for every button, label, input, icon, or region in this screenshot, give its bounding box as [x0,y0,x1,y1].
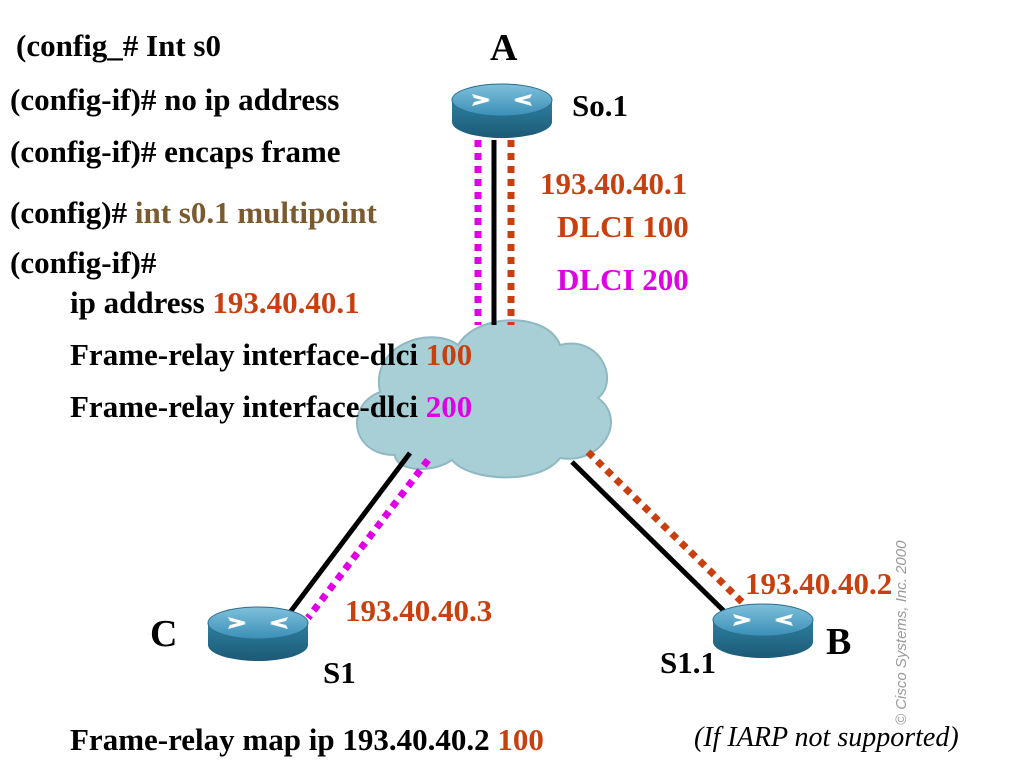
iarp-note: (If IARP not supported) [694,722,959,753]
config-line-4-command: int s0.1 multipoint [134,195,377,230]
router-c-interface: S1 [323,655,356,690]
link-c-solid [286,451,412,617]
router-b-name: B [826,621,852,663]
config-line-7-prefix: Frame-relay interface-dlci [70,337,426,372]
config-line-2: (config-if)# no ip address [10,82,340,117]
config-line-4: (config)# int s0.1 multipoint [10,195,377,231]
config-line-4-prefix: (config)# [10,195,135,230]
router-a-ip: 193.40.40.1 [540,166,688,201]
config-line-7: Frame-relay interface-dlci 100 [70,337,472,373]
config-line-5: (config-if)# [10,245,157,280]
config-line-6-ip: 193.40.40.1 [212,285,360,320]
copyright-text: © Cisco Systems, Inc. 2000 [893,540,910,725]
router-a-interface: So.1 [572,88,628,123]
dlci-100-label: DLCI 100 [557,209,689,244]
config-line-3: (config-if)# encaps frame [10,134,341,169]
router-a-icon [451,83,553,138]
bottom-map-command: Frame-relay map ip 193.40.40.2 100 [70,722,544,758]
bottom-map-dlci: 100 [497,722,544,757]
router-b-ip: 193.40.40.2 [745,566,893,601]
dlci-200-label: DLCI 200 [557,262,689,297]
router-a-name: A [490,27,518,69]
router-b-interface: S1.1 [660,645,716,680]
router-c-icon [207,606,309,661]
config-line-7-dlci: 100 [425,337,473,372]
router-c-ip: 193.40.40.3 [345,593,493,628]
link-b-solid [570,460,730,617]
config-line-6-prefix: ip address [70,285,213,320]
link-b-dlci100 [585,449,747,607]
config-line-8: Frame-relay interface-dlci 200 [70,389,472,425]
bottom-map-prefix: Frame-relay map ip 193.40.40.2 [70,722,498,757]
config-line-8-dlci: 200 [425,389,473,424]
config-line-6: ip address 193.40.40.1 [70,285,360,321]
frame-relay-cloud-icon [356,319,612,479]
config-line-1: (config_# Int s0 [16,28,221,63]
router-c-name: C [150,613,178,655]
router-b-icon [712,603,814,658]
config-line-8-prefix: Frame-relay interface-dlci [70,389,426,424]
